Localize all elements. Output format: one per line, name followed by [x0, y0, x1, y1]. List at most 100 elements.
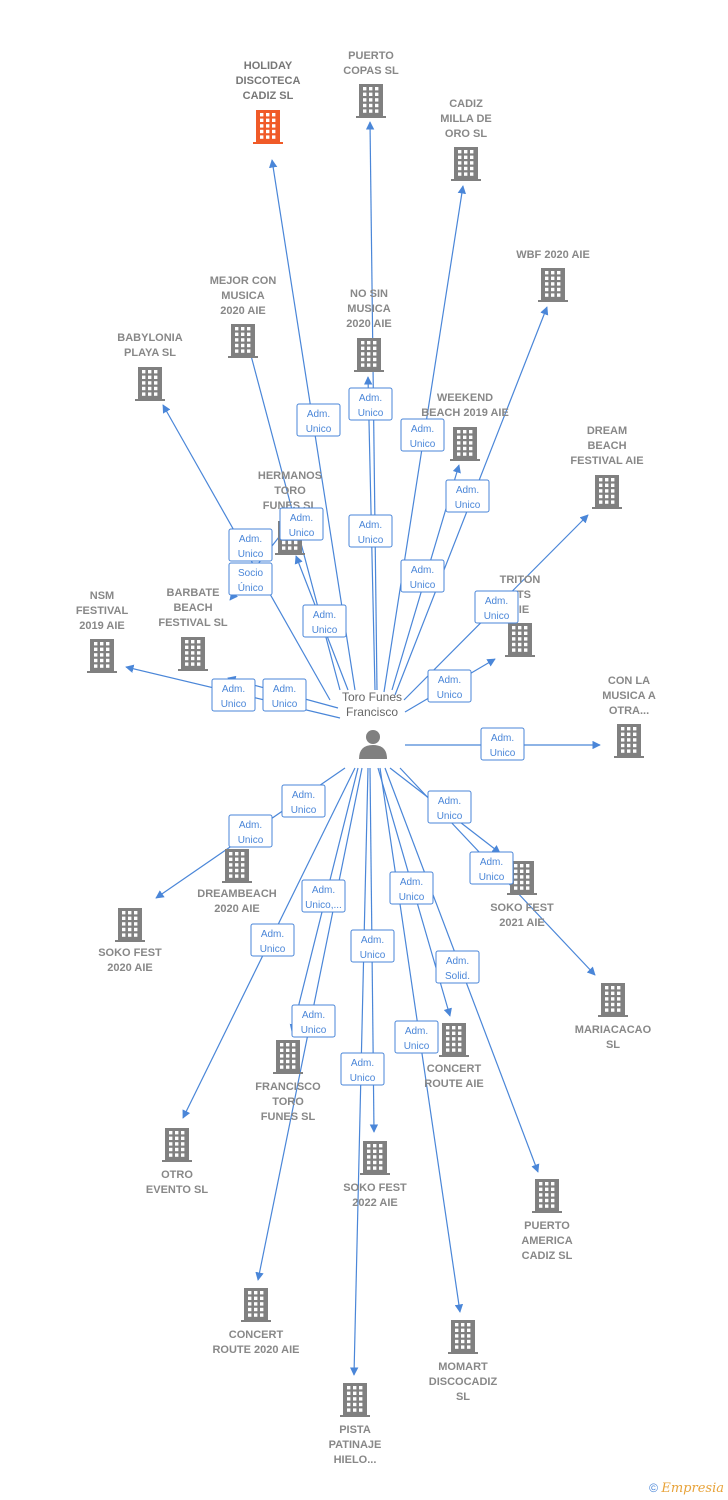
company-label: FESTIVAL — [76, 605, 129, 617]
company-node-wbf[interactable]: WBF 2020 AIE — [516, 249, 590, 302]
relation-label[interactable]: Adm.Unico — [250, 923, 295, 957]
relation-text: Unico — [301, 1025, 327, 1036]
company-node-pista[interactable]: PISTAPATINAJEHIELO... — [329, 1383, 382, 1466]
building-icon — [241, 1288, 271, 1322]
company-label: PISTA — [339, 1424, 371, 1436]
building-icon — [439, 1023, 469, 1057]
relation-label[interactable]: Adm.Unico,... — [301, 879, 346, 913]
relation-text: Adm. — [446, 956, 469, 967]
relation-text: Unico — [306, 424, 332, 435]
relation-label[interactable]: Adm.Unico — [394, 1020, 439, 1054]
person-name: Francisco — [346, 705, 398, 719]
company-label: 2020 AIE — [346, 318, 391, 330]
relation-label[interactable]: Adm.Unico — [348, 387, 393, 421]
company-label: DREAM — [587, 425, 627, 437]
relation-text: Adm. — [351, 1058, 374, 1069]
building-icon — [360, 1141, 390, 1175]
company-label: 2019 AIE — [79, 620, 124, 632]
footer-brand[interactable]: © Empresia — [649, 1481, 724, 1496]
relation-text: Adm. — [411, 565, 434, 576]
building-icon — [450, 427, 480, 461]
relation-label[interactable]: Adm.Unico — [427, 669, 472, 703]
relation-label[interactable]: Adm.Unico — [262, 678, 307, 712]
relation-label[interactable]: Adm. Unico — [480, 727, 525, 761]
relation-text: Unico — [399, 892, 425, 903]
relation-label[interactable]: Adm. Solid. — [435, 950, 480, 984]
company-label: CADIZ SL — [243, 90, 294, 102]
company-label: SOKO FEST — [490, 902, 554, 914]
company-label: COPAS SL — [343, 65, 399, 77]
relation-label[interactable]: Adm.Unico — [427, 790, 472, 824]
relation-text: Solid. — [445, 971, 470, 982]
relation-text: Unico — [350, 1073, 376, 1084]
relation-label[interactable]: Adm.Unico — [296, 403, 341, 437]
relation-label[interactable]: Adm.Unico — [348, 514, 393, 548]
relation-text: Adm. — [485, 596, 508, 607]
relation-text: Adm. — [405, 1026, 428, 1037]
relation-text: Adm. — [313, 610, 336, 621]
relation-text: Unico — [358, 408, 384, 419]
building-icon — [448, 1320, 478, 1354]
company-label: TORO — [272, 1096, 304, 1108]
building-icon — [354, 338, 384, 372]
relation-label[interactable]: Adm.Unico — [211, 678, 256, 712]
relation-text: Unico — [289, 528, 315, 539]
relation-text: Adm. — [273, 684, 296, 695]
relation-label[interactable]: Adm.Unico — [350, 929, 395, 963]
company-label: WBF 2020 AIE — [516, 249, 590, 261]
relation-label[interactable]: Adm. Unico — [400, 559, 445, 593]
company-label: OTRA... — [609, 705, 649, 717]
company-label: AMERICA — [521, 1235, 572, 1247]
relation-label[interactable]: Adm.Unico — [279, 507, 324, 541]
relation-text: Adm. — [359, 520, 382, 531]
relation-text: Unico — [260, 944, 286, 955]
company-label: CONCERT — [427, 1063, 482, 1075]
relation-text: Unico — [360, 950, 386, 961]
relation-label[interactable]: Adm.Unico — [228, 814, 273, 848]
relation-label[interactable]: Adm.Unico — [291, 1004, 336, 1038]
relation-label[interactable]: Adm.Unico — [228, 528, 273, 562]
relation-label[interactable]: Adm.Unico — [389, 871, 434, 905]
relation-label[interactable]: Adm.Unico — [474, 590, 519, 624]
relation-label[interactable]: Adm.Unico — [302, 604, 347, 638]
relation-text: Adm. — [491, 733, 514, 744]
relation-label[interactable]: Adm. Unico — [340, 1052, 385, 1086]
relation-label[interactable]: Adm.Unico — [469, 851, 514, 885]
relation-text: Unico — [410, 580, 436, 591]
company-label: BEACH 2019 AIE — [421, 407, 509, 419]
relation-text: Adm. — [312, 885, 335, 896]
relation-text: Adm. — [438, 675, 461, 686]
company-label: SOKO FEST — [343, 1182, 407, 1194]
relation-label[interactable]: Adm.Unico — [400, 418, 445, 452]
building-icon — [340, 1383, 370, 1417]
relation-label[interactable]: Adm.Unico — [445, 479, 490, 513]
relation-text: Unico — [490, 748, 516, 759]
building-icon — [253, 110, 283, 144]
company-label: BARBATE — [167, 587, 220, 599]
relation-label[interactable]: Adm.Unico — [281, 784, 326, 818]
